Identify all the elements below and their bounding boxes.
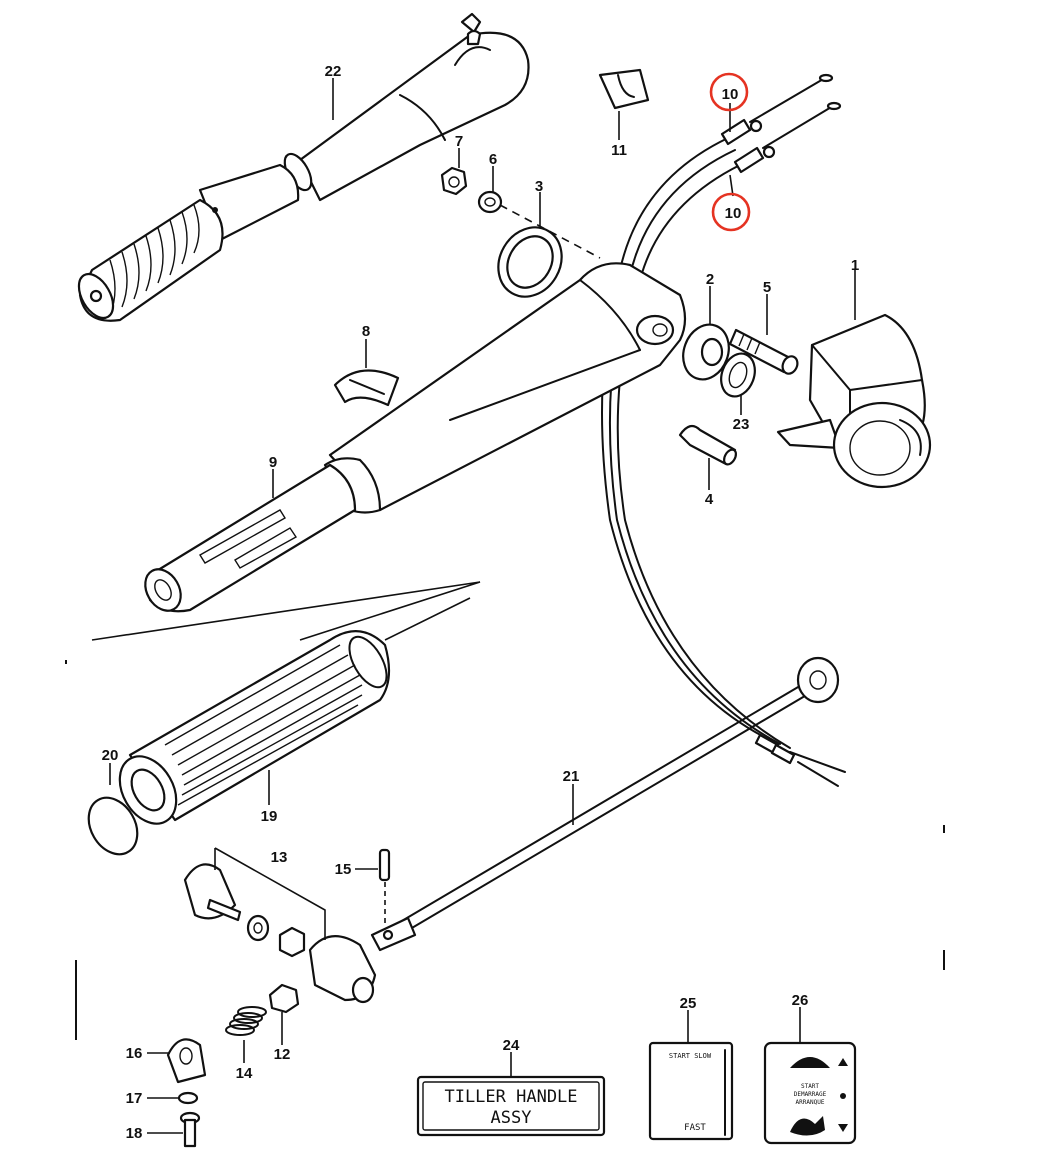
callout-24: 24 bbox=[503, 1037, 520, 1054]
part-20-end-cap bbox=[87, 796, 139, 856]
callout-5: 5 bbox=[763, 279, 771, 296]
part-13-friction-assembly bbox=[183, 847, 377, 1004]
callout-leaders bbox=[109, 78, 856, 1134]
part-6-lock-washer bbox=[477, 190, 503, 214]
callout-15: 15 bbox=[335, 861, 352, 878]
callout-18: 18 bbox=[126, 1125, 143, 1142]
callout-23: 23 bbox=[733, 416, 750, 433]
part-7-nut bbox=[440, 166, 468, 196]
callout-6: 6 bbox=[489, 151, 497, 168]
rabbit-icon bbox=[790, 1116, 825, 1136]
part-22-handle-tube bbox=[77, 12, 530, 322]
callout-25: 25 bbox=[680, 995, 697, 1012]
callout-13: 13 bbox=[271, 849, 288, 866]
callout-22: 22 bbox=[325, 63, 342, 80]
part-12-nut bbox=[268, 983, 300, 1014]
highlight-circle-upper bbox=[709, 72, 749, 112]
callout-1: 1 bbox=[851, 257, 859, 274]
highlight-circles bbox=[709, 72, 751, 232]
part-18-screw bbox=[179, 1111, 201, 1148]
arrow-up-icon bbox=[838, 1058, 848, 1066]
part-25-speed-decal: START SLOW FAST bbox=[648, 1041, 734, 1141]
part-2-bushing-washer bbox=[682, 323, 730, 381]
callout-numbers: 1 2 3 4 5 6 7 8 9 10 10 11 12 13 14 15 1… bbox=[102, 63, 860, 1142]
part-19-grip bbox=[118, 630, 391, 825]
callout-8: 8 bbox=[362, 323, 370, 340]
part-14-spring bbox=[225, 1006, 267, 1036]
callout-10-lower: 10 bbox=[725, 205, 742, 222]
callout-16: 16 bbox=[126, 1045, 143, 1062]
tiller-handle-label-line2: ASSY bbox=[491, 1108, 532, 1128]
part-16-knob bbox=[166, 1038, 207, 1084]
decal-25-top-text: START SLOW bbox=[669, 1052, 712, 1060]
part-11-clip bbox=[598, 68, 650, 110]
part-23-washer bbox=[720, 352, 756, 398]
callout-21: 21 bbox=[563, 768, 580, 785]
callout-11: 11 bbox=[611, 142, 627, 159]
part-21-link-rod bbox=[370, 656, 840, 952]
callout-3: 3 bbox=[535, 178, 543, 195]
callout-20: 20 bbox=[102, 747, 119, 764]
decal-26-line2: DEMARRAGE bbox=[794, 1091, 827, 1098]
part-24-tiller-handle-label: TILLER HANDLE ASSY bbox=[416, 1075, 606, 1137]
highlight-circle-lower bbox=[711, 192, 751, 232]
part-1-bracket bbox=[776, 313, 932, 489]
decal-25-bottom-text: FAST bbox=[684, 1123, 706, 1133]
turtle-icon bbox=[790, 1057, 830, 1068]
decal-26-line3: ARRANQUE bbox=[796, 1099, 825, 1106]
edge-marks bbox=[65, 660, 945, 1040]
callout-7: 7 bbox=[455, 133, 463, 150]
part-9-throttle-shaft bbox=[144, 463, 357, 613]
callout-9: 9 bbox=[269, 454, 277, 471]
part-26-start-decal: START DEMARRAGE ARRANQUE bbox=[763, 1041, 857, 1145]
part-3-ring bbox=[497, 226, 563, 298]
arrow-down-icon bbox=[838, 1124, 848, 1132]
part-17-washer bbox=[177, 1091, 199, 1105]
tiller-arm-body bbox=[323, 262, 687, 514]
callout-4: 4 bbox=[705, 491, 714, 508]
callout-26: 26 bbox=[792, 992, 809, 1009]
part-8-bushing bbox=[333, 369, 400, 407]
decal-26-line1: START bbox=[801, 1083, 819, 1090]
part-4-pin bbox=[678, 424, 737, 466]
part-5-bolt bbox=[728, 328, 799, 375]
callout-12: 12 bbox=[274, 1046, 291, 1063]
callout-2: 2 bbox=[706, 271, 714, 288]
tiller-handle-label-line1: TILLER HANDLE bbox=[444, 1087, 577, 1107]
callout-19: 19 bbox=[261, 808, 278, 825]
callout-14: 14 bbox=[236, 1065, 253, 1082]
callout-10-upper: 10 bbox=[722, 86, 739, 103]
part-15-pin bbox=[378, 848, 391, 925]
part-10-throttle-cables bbox=[601, 73, 846, 787]
callout-17: 17 bbox=[126, 1090, 143, 1107]
